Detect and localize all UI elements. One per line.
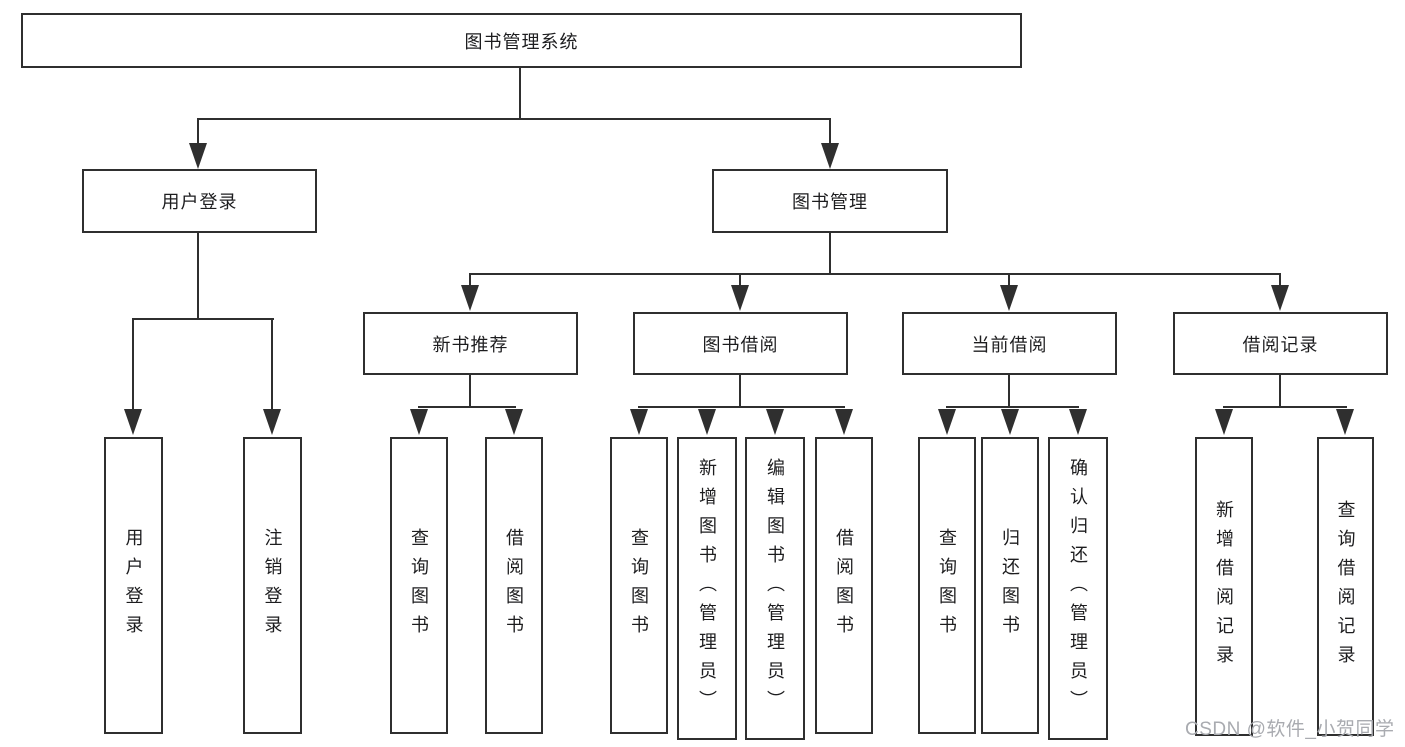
connector-line (1008, 273, 1010, 287)
csdn-watermark: CSDN @软件_小贺同学 (1185, 719, 1395, 740)
leaf-label: 查询图书 (937, 527, 957, 644)
connector-line (739, 375, 741, 408)
connector-line (418, 406, 516, 408)
leaf-label: 新增图书（管理员） (697, 458, 717, 719)
arrow-down-icon (124, 409, 142, 435)
leaf-label: 新增借阅记录 (1214, 499, 1234, 674)
leaf-label: 借阅图书 (504, 527, 524, 644)
arrow-down-icon (1271, 285, 1289, 311)
connector-line (271, 318, 273, 412)
connector-line (1008, 375, 1010, 408)
node-new-book-recommend: 新书推荐 (363, 312, 578, 375)
node-label: 用户登录 (161, 192, 238, 212)
leaf-label: 确认归还（管理员） (1068, 458, 1088, 719)
leaf-cb-return-book: 归还图书 (981, 437, 1039, 734)
leaf-br-query-record: 查询借阅记录 (1317, 437, 1374, 736)
arrow-down-icon (1069, 409, 1087, 435)
connector-line (946, 406, 1079, 408)
arrow-down-icon (766, 409, 784, 435)
arrow-down-icon (263, 409, 281, 435)
connector-line (829, 118, 831, 146)
leaf-label: 注销登录 (262, 527, 283, 644)
connector-line (197, 233, 199, 318)
connector-line (132, 318, 274, 320)
leaf-bb-query-book: 查询图书 (610, 437, 668, 734)
arrow-down-icon (189, 143, 207, 169)
connector-line (469, 375, 471, 408)
node-label: 借阅记录 (1242, 334, 1319, 355)
arrow-down-icon (1336, 409, 1354, 435)
node-borrow-record: 借阅记录 (1173, 312, 1388, 375)
leaf-rec-query-book: 查询图书 (390, 437, 448, 734)
node-library-system: 图书管理系统 (21, 13, 1022, 68)
connector-line (1223, 406, 1347, 408)
connector-line (469, 273, 471, 287)
leaf-bb-borrow-book: 借阅图书 (815, 437, 873, 734)
node-user-login: 用户登录 (82, 169, 317, 233)
leaf-bb-edit-book-admin: 编辑图书（管理员） (745, 437, 805, 740)
connector-line (1279, 273, 1281, 287)
connector-line (1279, 375, 1281, 408)
node-book-management: 图书管理 (712, 169, 948, 233)
connector-line (469, 273, 1281, 275)
arrow-down-icon (698, 409, 716, 435)
arrow-down-icon (630, 409, 648, 435)
node-current-borrow: 当前借阅 (902, 312, 1117, 375)
node-label: 图书管理系统 (464, 31, 579, 52)
arrow-down-icon (938, 409, 956, 435)
arrow-down-icon (1001, 409, 1019, 435)
arrow-down-icon (410, 409, 428, 435)
leaf-label: 借阅图书 (834, 527, 854, 644)
arrow-down-icon (821, 143, 839, 169)
arrow-down-icon (731, 285, 749, 311)
arrow-down-icon (505, 409, 523, 435)
arrow-down-icon (1215, 409, 1233, 435)
leaf-label: 查询图书 (409, 527, 429, 644)
leaf-rec-borrow-book: 借阅图书 (485, 437, 543, 734)
connector-line (519, 66, 521, 118)
leaf-label: 归还图书 (1000, 527, 1020, 644)
leaf-label: 用户登录 (123, 527, 144, 644)
connector-line (829, 233, 831, 275)
leaf-cb-query-book: 查询图书 (918, 437, 976, 734)
leaf-label: 查询图书 (629, 527, 649, 644)
leaf-bb-add-book-admin: 新增图书（管理员） (677, 437, 737, 740)
arrow-down-icon (835, 409, 853, 435)
leaf-label: 编辑图书（管理员） (765, 458, 785, 719)
leaf-label: 查询借阅记录 (1335, 499, 1356, 674)
arrow-down-icon (461, 285, 479, 311)
leaf-cb-confirm-return-admin: 确认归还（管理员） (1048, 437, 1108, 740)
connector-line (739, 273, 741, 287)
node-label: 图书借阅 (702, 334, 779, 355)
connector-line (197, 118, 831, 120)
node-label: 图书管理 (792, 192, 868, 212)
node-book-borrow: 图书借阅 (633, 312, 848, 375)
node-label: 新书推荐 (432, 334, 509, 355)
leaf-logout: 注销登录 (243, 437, 302, 734)
arrow-down-icon (1000, 285, 1018, 311)
node-label: 当前借阅 (971, 334, 1048, 355)
connector-line (132, 318, 134, 412)
leaf-br-add-record: 新增借阅记录 (1195, 437, 1253, 736)
connector-line (197, 118, 199, 146)
leaf-user-login: 用户登录 (104, 437, 163, 734)
connector-line (638, 406, 845, 408)
